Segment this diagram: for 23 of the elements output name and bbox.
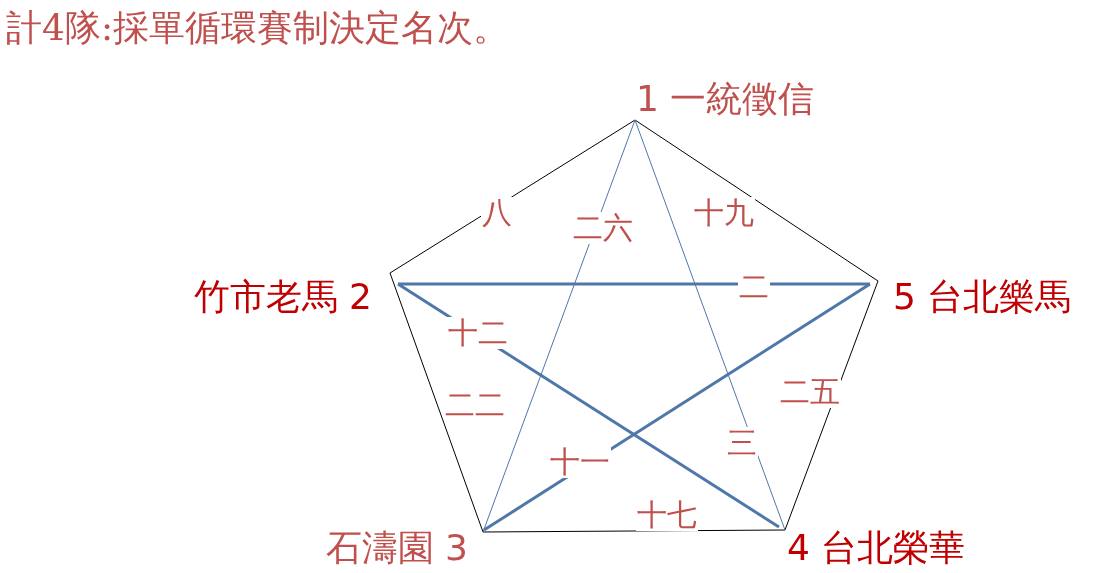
connector-line (389, 272, 484, 533)
edge-label: 十九 (693, 197, 755, 229)
team-label: 1 一統徵信 (636, 78, 815, 120)
connector-line (482, 119, 636, 533)
edge-label: 二五 (779, 376, 841, 408)
team-label: 石濤園 3 (325, 527, 468, 569)
edge-label: 十七 (636, 499, 698, 531)
connector-line (389, 119, 636, 274)
edge-label: 二六 (572, 212, 634, 244)
team-label: 5 台北樂馬 (893, 276, 1072, 318)
title: 計4隊:採單循環賽制決定名次。 (6, 6, 510, 50)
edge-label: 十一 (549, 446, 611, 478)
connector-line (634, 119, 786, 531)
connector-line (397, 282, 780, 529)
team-label: 竹市老馬 2 (193, 276, 372, 318)
connector-line (634, 119, 879, 282)
connector-line (483, 282, 871, 532)
edge-label: 三 (726, 427, 758, 459)
team-label: 4 台北榮華 (787, 527, 966, 569)
edge-label: 八 (481, 197, 513, 229)
connector-line (784, 280, 879, 531)
connector-line (398, 282, 870, 286)
edge-label: 十二 (447, 317, 509, 349)
